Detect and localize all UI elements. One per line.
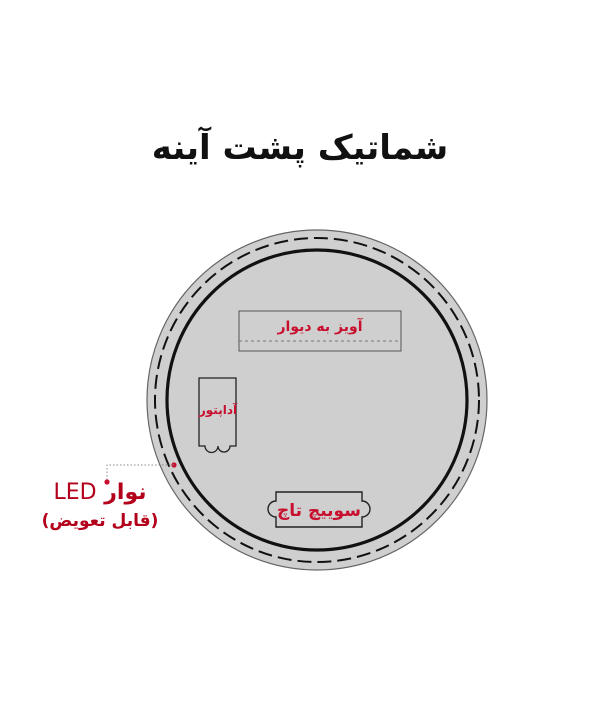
led-callout-line	[106, 464, 174, 481]
diagram-title: شماتیک پشت آینه	[151, 128, 449, 168]
adapter: آداپتور	[198, 377, 238, 454]
inner-frame-ring	[165, 248, 469, 552]
led-strip-word: نوار	[104, 480, 147, 505]
led-callout	[104, 462, 177, 485]
led-strip-note: (قابل تعویض)	[41, 511, 159, 531]
led-strip-led: LED	[53, 480, 97, 505]
wall-hanger-label: آویز به دیوار	[276, 317, 363, 335]
led-strip-dashed-ring	[154, 237, 480, 563]
adapter-label: آداپتور	[198, 402, 238, 418]
led-strip-label: نوار LED (قابل تعویض)	[30, 480, 170, 531]
touch-switch-label: سوییچ تاچ	[277, 501, 361, 521]
touch-switch: سوییچ تاچ	[267, 491, 371, 528]
led-callout-end-dot	[104, 479, 110, 485]
mirror-back-disc	[146, 229, 488, 571]
led-strip-name: نوار LED	[30, 480, 170, 505]
wall-hanger: آویز به دیوار	[238, 310, 402, 352]
